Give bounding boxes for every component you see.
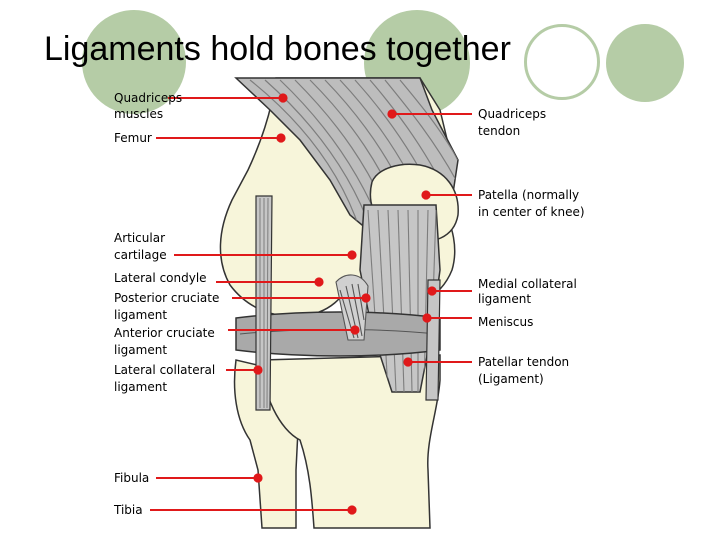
label-articular-cartilage: Articular cartilage	[114, 231, 169, 262]
label-quadriceps-muscles: Quadriceps muscles	[114, 91, 186, 121]
decorative-ring	[524, 24, 600, 100]
meniscus	[235, 311, 441, 357]
slide-title: Ligaments hold bones together	[44, 30, 511, 68]
medial-collateral-ligament	[425, 279, 441, 401]
label-patella: Patella (normally in center of knee)	[478, 188, 585, 219]
label-anterior-cruciate: Anterior cruciate ligament	[114, 326, 219, 357]
label-posterior-cruciate: Posterior cruciate ligament	[114, 291, 223, 322]
decorative-circle-left	[82, 10, 186, 114]
label-lateral-collateral: Lateral collateral ligament	[114, 363, 219, 394]
label-femur: Femur	[114, 131, 152, 145]
label-tibia: Tibia	[113, 503, 143, 517]
label-quadriceps-tendon: Quadriceps tendon	[478, 107, 550, 138]
label-medial-collateral: Medial collateral ligament	[478, 277, 581, 306]
decorative-circle-right	[606, 24, 684, 102]
label-lateral-condyle: Lateral condyle	[114, 271, 207, 285]
label-meniscus: Meniscus	[478, 315, 533, 329]
tibia-bone	[261, 354, 441, 529]
label-patellar-tendon: Patellar tendon (Ligament)	[478, 355, 573, 386]
label-fibula: Fibula	[114, 471, 149, 485]
